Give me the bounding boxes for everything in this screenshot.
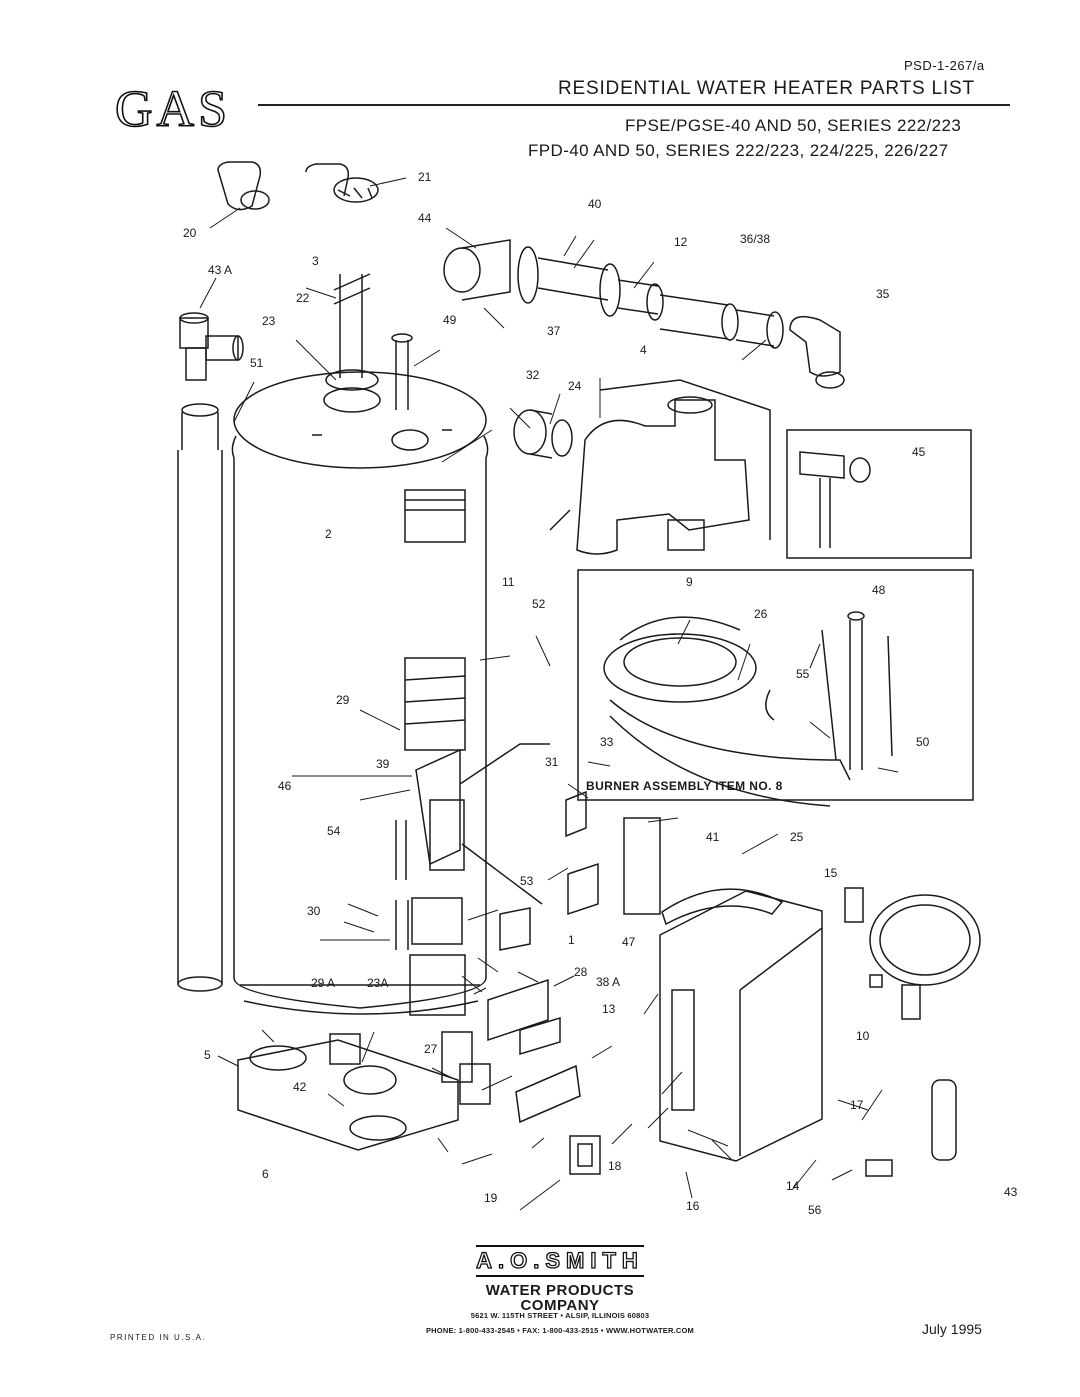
company-phone: PHONE: 1-800-433-2545 • FAX: 1-800-433-2… [425, 1326, 694, 1335]
part-label: 53 [520, 874, 534, 888]
part-label: 17 [850, 1098, 864, 1112]
part-label: 4 [640, 343, 647, 357]
part-label: 51 [250, 356, 264, 370]
part-label: 26 [754, 607, 768, 621]
subtitle-models-2: FPD-40 AND 50, SERIES 222/223, 224/225, … [528, 141, 949, 160]
part-label: 56 [808, 1203, 822, 1217]
main-title: RESIDENTIAL WATER HEATER PARTS LIST [558, 78, 975, 99]
part-label: 45 [912, 445, 926, 459]
part-label: 37 [547, 324, 561, 338]
vent-pipe-51 [177, 403, 223, 992]
company-address: 5621 W. 115TH STREET • ALSIP, ILLINOIS 6… [470, 1311, 650, 1320]
outer-door-15 [659, 888, 823, 1162]
gas-logo: GAS [114, 82, 231, 132]
part-label: 43 [1004, 1185, 1018, 1199]
part-label: 6 [262, 1167, 269, 1181]
part-label: 23A [367, 976, 388, 990]
part-label: 40 [588, 197, 602, 211]
part-label: 18 [608, 1159, 622, 1173]
svg-text:BURNER ASSEMBLY ITEM NO. 8: BURNER ASSEMBLY ITEM NO. 8 [586, 779, 783, 793]
printed-in-usa: PRINTED IN U.S.A. [110, 1333, 207, 1342]
subtitle-models-1: FPSE/PGSE-40 AND 50, SERIES 222/223 [625, 116, 962, 135]
part-label: 9 [686, 575, 693, 589]
blower-assembly-4 [513, 379, 771, 555]
part-label: 52 [532, 597, 546, 611]
part-label: 10 [856, 1029, 870, 1043]
part-label: 19 [484, 1191, 498, 1205]
part-label: 30 [307, 904, 321, 918]
brackets-and-doors [441, 790, 661, 1175]
elbow-part-21 [305, 163, 379, 203]
tee-fitting-43a [179, 312, 244, 381]
document-code: PSD-1-267/a [904, 58, 985, 73]
part-label: 42 [293, 1080, 307, 1094]
part-label: 20 [183, 226, 197, 240]
part-label: 25 [790, 830, 804, 844]
part-label: 43 A [208, 263, 232, 277]
part-label: 55 [796, 667, 810, 681]
part-label: 14 [786, 1179, 800, 1193]
part-label: 44 [418, 211, 432, 225]
part-label: 21 [418, 170, 432, 184]
part-label: 23 [262, 314, 276, 328]
part-label: 46 [278, 779, 292, 793]
part-label: 16 [686, 1199, 700, 1213]
part-label: 24 [568, 379, 582, 393]
part-label: 50 [916, 735, 930, 749]
part-label: 36/38 [740, 232, 770, 246]
part-label: 47 [622, 935, 636, 949]
part-label: 41 [706, 830, 720, 844]
part-label: 15 [824, 866, 838, 880]
gas-control-valve [395, 743, 550, 950]
base-assembly [237, 1033, 459, 1151]
part-label: 1 [568, 933, 575, 947]
logo-wordmark: A.O.SMITH [476, 1245, 644, 1277]
part-label: 39 [376, 757, 390, 771]
svg-text:GAS: GAS [115, 82, 231, 132]
part-label: 28 [574, 965, 588, 979]
part-label: 38 A [596, 975, 620, 989]
water-heater-tank [231, 371, 489, 1016]
part-label: 29 [336, 693, 350, 707]
part-label: 54 [327, 824, 341, 838]
company-line-1: WATER PRODUCTS [485, 1282, 635, 1299]
publication-date: July 1995 [922, 1321, 982, 1337]
part-label: 29 A [311, 976, 335, 990]
part-label: 22 [296, 291, 310, 305]
part-label: 27 [424, 1042, 438, 1056]
inset-box-part-45 [786, 429, 972, 559]
wiring-harness [844, 887, 981, 1177]
part-label: 48 [872, 583, 886, 597]
top-fittings [323, 273, 429, 451]
elbow-part-20 [217, 161, 270, 211]
part-label: 33 [600, 735, 614, 749]
title-rule [258, 104, 1010, 106]
part-label: 11 [502, 575, 515, 589]
company-line-2: COMPANY [520, 1297, 600, 1314]
part-label: 12 [674, 235, 688, 249]
company-logo: A.O.SMITH WATER PRODUCTS COMPANY [460, 1245, 660, 1313]
part-label: 2 [325, 527, 332, 541]
part-label: 13 [602, 1002, 616, 1016]
part-label: 31 [545, 755, 559, 769]
burner-assembly-box [577, 569, 974, 807]
part-label: 5 [204, 1048, 211, 1062]
part-label: 32 [526, 368, 540, 382]
vent-assembly [443, 239, 845, 389]
part-label: 49 [443, 313, 457, 327]
burner-box-label: BURNER ASSEMBLY ITEM NO. 8 [586, 779, 783, 793]
part-label: 3 [312, 254, 319, 268]
part-label: 35 [876, 287, 890, 301]
